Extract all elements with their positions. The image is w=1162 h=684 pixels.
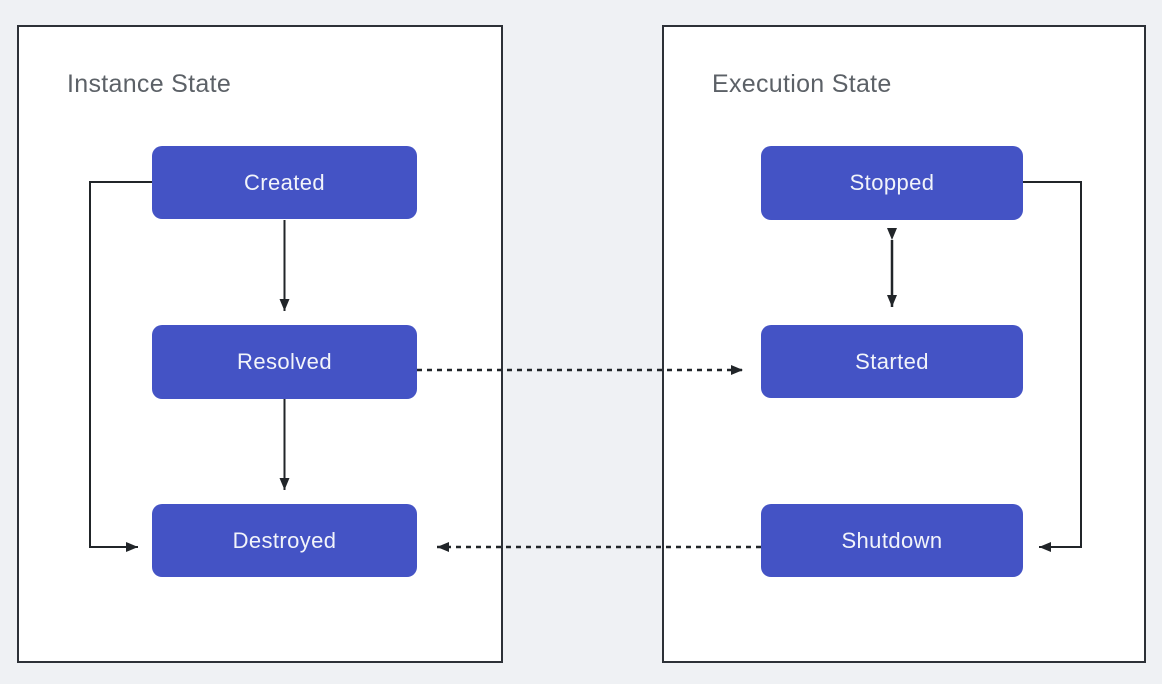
node-started: Started [761, 325, 1023, 398]
node-destroyed: Destroyed [152, 504, 417, 577]
node-stopped: Stopped [761, 146, 1023, 220]
instance-state-title: Instance State [67, 70, 232, 98]
node-created: Created [152, 146, 417, 219]
node-shutdown: Shutdown [761, 504, 1023, 577]
node-resolved: Resolved [152, 325, 417, 399]
execution-state-title: Execution State [712, 70, 892, 98]
